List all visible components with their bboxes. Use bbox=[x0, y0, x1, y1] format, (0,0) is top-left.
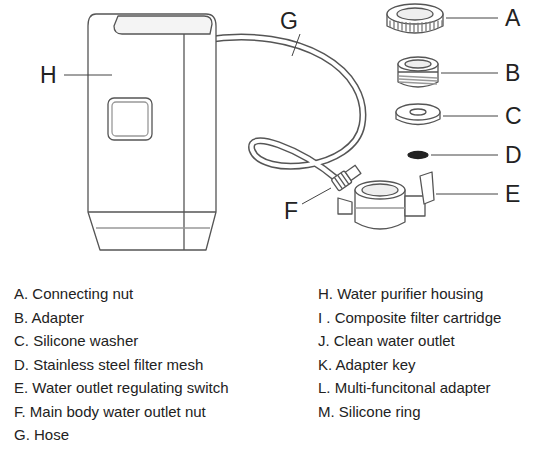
parts-list-entry: J. Clean water outlet bbox=[318, 332, 455, 349]
knurl-stroke bbox=[389, 21, 390, 28]
housing-window-inner bbox=[112, 102, 148, 136]
callout-letter: H bbox=[40, 62, 57, 88]
parts-list-entry: C. Silicone washer bbox=[14, 332, 138, 349]
leader-lines bbox=[64, 18, 498, 204]
adapter bbox=[398, 57, 438, 87]
filter-mesh bbox=[408, 152, 428, 159]
connecting-nut bbox=[387, 4, 443, 33]
callout-letter: G bbox=[280, 8, 298, 34]
knurl-stroke bbox=[397, 21, 398, 29]
housing-base-line bbox=[88, 211, 216, 212]
hose-inner bbox=[205, 37, 363, 180]
parts-list-entry: H. Water purifier housing bbox=[318, 285, 483, 302]
knurl-stroke bbox=[425, 22, 426, 31]
callout-letter: D bbox=[505, 142, 522, 168]
knurl-stroke bbox=[441, 20, 442, 26]
housing-top-opening bbox=[114, 16, 212, 34]
knurl-stroke bbox=[437, 21, 438, 28]
parts-list-entry: I . Composite filter cartridge bbox=[318, 309, 501, 326]
callout-letter: A bbox=[505, 5, 520, 31]
housing-body bbox=[88, 14, 216, 250]
faucet-adapter bbox=[338, 172, 434, 229]
parts-list-entry: L. Multi-funcitonal adapter bbox=[318, 379, 491, 396]
housing-window bbox=[108, 98, 152, 140]
housing-base-line bbox=[96, 227, 210, 228]
callout-letter: C bbox=[505, 103, 522, 129]
knurl-stroke bbox=[433, 21, 434, 29]
parts-list-entry: G. Hose bbox=[14, 426, 69, 443]
knurl-stroke bbox=[429, 22, 430, 31]
parts-list-entry: B. Adapter bbox=[14, 309, 84, 326]
callout-letter: E bbox=[505, 181, 520, 207]
parts-list-entry: K. Adapter key bbox=[318, 356, 416, 373]
thread-stroke bbox=[399, 79, 437, 81]
housing-edge bbox=[183, 34, 184, 250]
silicone-washer bbox=[396, 104, 440, 125]
knurl-stroke bbox=[409, 23, 410, 32]
knurl-stroke bbox=[417, 23, 418, 32]
knurl-stroke bbox=[405, 22, 406, 31]
hose bbox=[205, 37, 363, 180]
knurl-stroke bbox=[401, 22, 402, 31]
knurl-stroke bbox=[421, 22, 422, 31]
callout-letter: F bbox=[284, 198, 298, 224]
parts-list-entry: D. Stainless steel filter mesh bbox=[14, 356, 203, 373]
parts-list-entry: F. Main body water outlet nut bbox=[14, 403, 206, 420]
callout-letter: B bbox=[505, 60, 520, 86]
parts-list-entry: M. Silicone ring bbox=[318, 403, 421, 420]
knurl-stroke bbox=[413, 23, 414, 32]
knurl-stroke bbox=[393, 21, 394, 29]
thread-stroke bbox=[399, 76, 437, 78]
thread-stroke bbox=[399, 82, 437, 84]
parts-list-entry: A. Connecting nut bbox=[14, 285, 133, 302]
parts-list-entry: E. Water outlet regulating switch bbox=[14, 379, 229, 396]
